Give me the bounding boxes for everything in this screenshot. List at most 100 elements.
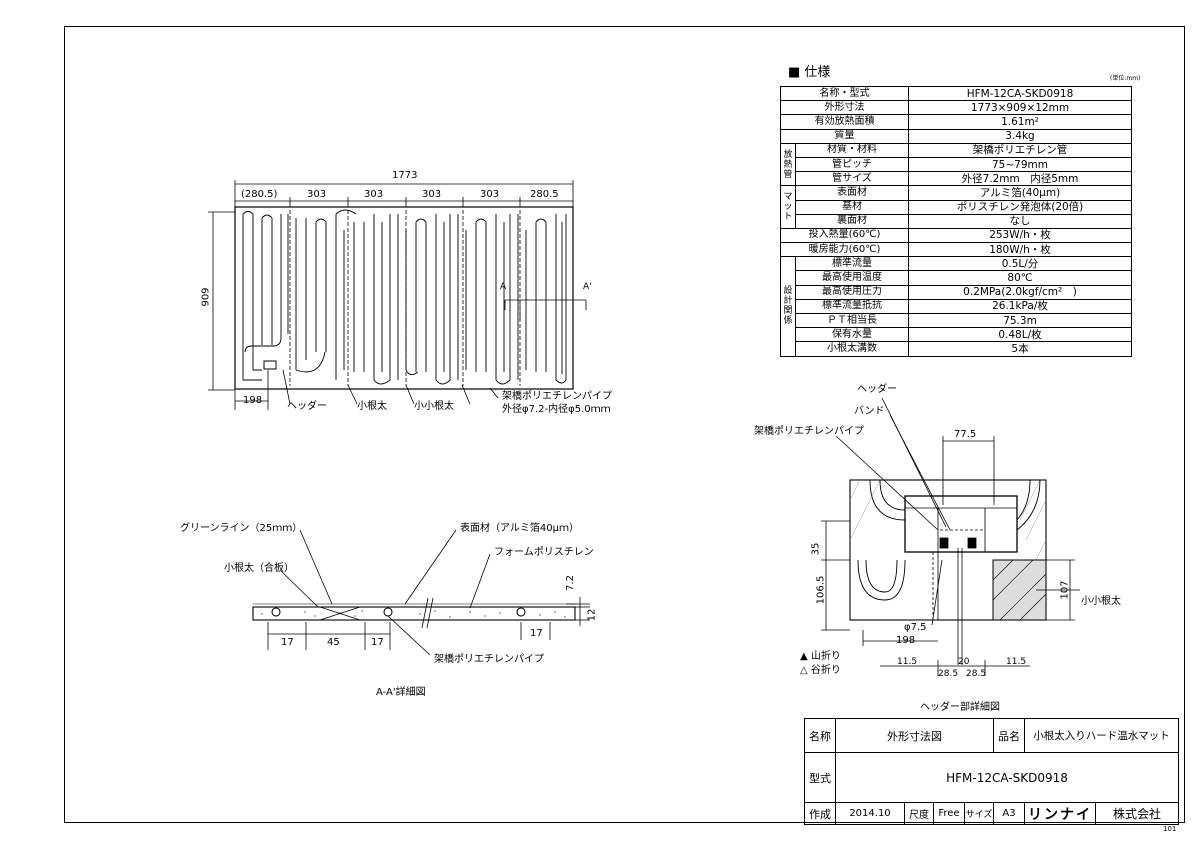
hd-dim-35: 35 <box>810 542 822 556</box>
tb-size-label: サイズ <box>964 802 994 825</box>
plan-label-pipe1: 架橋ポリエチレンパイプ <box>502 391 612 402</box>
konetai-grooves <box>289 210 521 386</box>
hd-label-pipe: 架橋ポリエチレンパイプ <box>754 426 864 437</box>
section-mark-a: A <box>500 282 507 292</box>
plan-view <box>208 180 587 410</box>
hd-label-shokonetai: 小小根太 <box>1081 596 1121 607</box>
spec-row: 投入熱量(60℃)253W/h・枚 <box>780 227 1132 244</box>
spec-row: 基材ポリスチレン発泡体(20倍) <box>781 199 1132 215</box>
tb-name-value: 外形寸法図 <box>835 718 994 753</box>
page-number: 101 <box>1163 825 1177 833</box>
hd-dim-115a: 11.5 <box>897 657 918 667</box>
hd-dim-phi: φ7.5 <box>904 622 927 633</box>
header-pipes <box>857 479 906 601</box>
title-block: 名称 外形寸法図 品名 小根太入りハード温水マット 型式 HFM-12CA-SK… <box>804 718 1179 825</box>
height-dim: 909 <box>200 287 212 307</box>
sec-dim-72: 7.2 <box>564 575 576 591</box>
tb-name-label: 名称 <box>804 718 836 753</box>
sec-label-pipe: 架橋ポリエチレンパイプ <box>434 654 544 665</box>
plan-label-pipe2: 外径φ7.2-内径φ5.0ｍｍ <box>502 404 611 415</box>
segment-dim-4: 303 <box>422 189 442 200</box>
section-view <box>252 529 590 656</box>
plan-label-konetai: 小根太 <box>357 401 387 412</box>
sec-dim-45: 45 <box>327 637 340 648</box>
tb-product-value: 小根太入りハード温水マット <box>1024 718 1179 753</box>
sec-dim-17b: 17 <box>371 637 384 648</box>
hd-dim-115b: 11.5 <box>1006 657 1027 667</box>
segment-dim-5: 303 <box>480 189 500 200</box>
spec-unit: (単位:mm) <box>1110 75 1141 82</box>
sec-dim-12: 12 <box>586 608 598 622</box>
mat-outline <box>234 206 574 390</box>
tb-product-label: 品名 <box>993 718 1025 753</box>
header-offset-dim: 198 <box>243 395 263 406</box>
tb-model-label: 型式 <box>804 752 836 803</box>
segment-dim-2: 303 <box>307 189 327 200</box>
segment-dim-6: 280.5 <box>530 189 559 200</box>
tb-company-logo: リンナイ <box>1024 802 1096 825</box>
hd-label-mountain: ▲ 山折り <box>800 651 841 662</box>
tb-scale-label: 尺度 <box>904 802 934 825</box>
sec-label-konetai: 小根太（合板） <box>224 563 294 574</box>
pipe-serpentine <box>242 209 567 385</box>
header-box <box>263 360 277 370</box>
header-detail-title: ヘッダー部詳細図 <box>920 702 1000 713</box>
section-stipple <box>261 610 566 618</box>
tb-scale-value: Free <box>933 802 965 825</box>
section-title: A-A'詳細図 <box>376 687 426 698</box>
segment-dim-3: 303 <box>364 189 384 200</box>
section-outline <box>252 606 576 621</box>
hd-dim-1065: 106.5 <box>815 575 827 605</box>
spec-group-sekkei: 設計関係 <box>780 256 796 357</box>
tb-made-label: 作成 <box>804 802 836 825</box>
hd-dim-20: 20 <box>958 657 970 667</box>
sec-label-foam: フォームポリスチレン <box>494 547 594 558</box>
sec-label-surface: 表面材（アルミ箔40μｍ） <box>460 523 579 534</box>
segment-dim-1: (280.5) <box>241 189 278 200</box>
hd-label-valley: △ 谷折り <box>800 665 841 676</box>
hd-label-header: ヘッダー <box>857 384 897 395</box>
konetai-plywood <box>319 606 361 621</box>
sec-dim-17c: 17 <box>530 628 543 639</box>
hd-dim-285a: 28.5 <box>938 669 959 679</box>
plan-label-header: ヘッダー <box>287 401 327 412</box>
tb-model-value: HFM-12CA-SKD0918 <box>835 752 1179 803</box>
header-body <box>904 495 1018 553</box>
spec-row: 暖房能力(60℃)180W/h・枚 <box>780 242 1132 258</box>
spec-group-mat: マット <box>780 185 796 229</box>
header-detail-outline <box>849 479 1047 621</box>
tb-size-value: A3 <box>993 802 1025 825</box>
spec-group-hounetsu: 放熱管 <box>780 142 796 187</box>
tb-company-suffix: 株式会社 <box>1095 802 1179 825</box>
spec-title: ■ 仕様 <box>788 65 831 80</box>
hd-dim-198: 198 <box>896 635 916 646</box>
spec-row: マット表面材アルミ箔(40μm) <box>780 185 1132 229</box>
overall-width-dim: 1773 <box>392 170 418 181</box>
tb-made-value: 2014.10 <box>835 802 905 825</box>
spec-row: 裏面材なし <box>781 213 1132 229</box>
spec-row: 放熱管材質・材料架橋ポリエチレン管 <box>780 142 1132 187</box>
shokonetai-hatch <box>992 559 1047 621</box>
hd-label-band: バンド <box>854 406 885 417</box>
spec-row: 管サイズ外径7.2mm 内径5mm <box>781 171 1132 187</box>
hd-dim-107: 107 <box>1059 580 1071 600</box>
drawing-frame <box>64 26 1185 823</box>
plan-label-shokonetai: 小小根太 <box>414 401 454 412</box>
header-detail-view <box>821 397 1080 676</box>
hd-dim-285b: 28.5 <box>966 669 987 679</box>
sec-dim-17a: 17 <box>281 637 294 648</box>
sec-label-green: グリーンライン（25ｍｍ） <box>180 523 303 534</box>
